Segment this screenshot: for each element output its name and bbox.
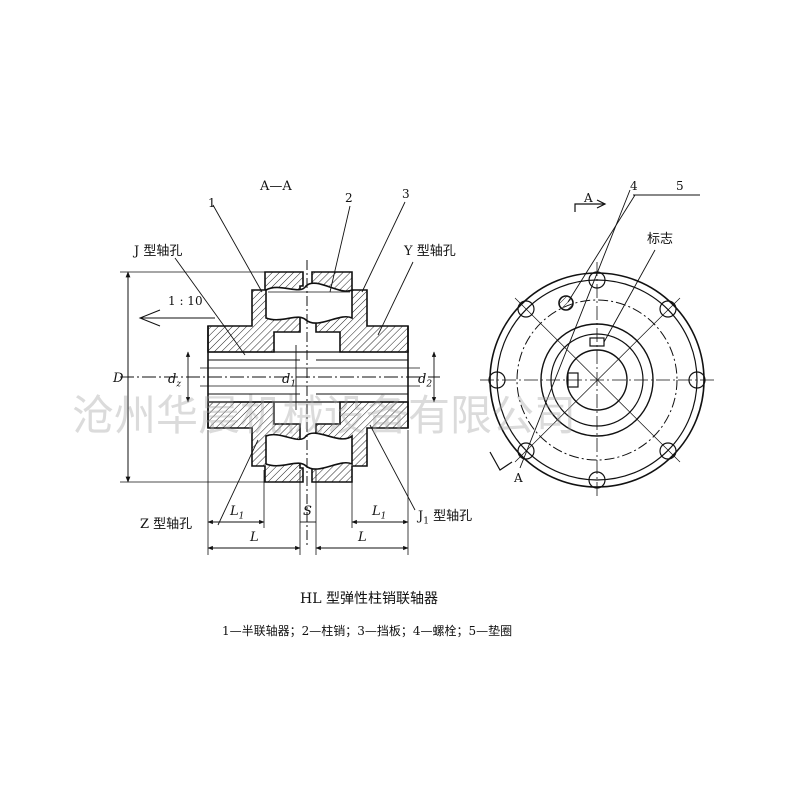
dim-d1: d1 <box>282 372 297 390</box>
y-bore-label: Y 型轴孔 <box>404 244 456 259</box>
dim-L-right: L <box>358 530 367 545</box>
dim-L1-left: L1 <box>230 504 245 522</box>
dim-d2: d2 <box>418 372 433 390</box>
section-arrow-bottom-label: A <box>514 471 523 485</box>
j-bore-label: J 型轴孔 <box>134 244 183 259</box>
part-4-label: 4 <box>630 179 638 193</box>
part-1-label: 1 <box>208 196 216 210</box>
dim-D: D <box>113 371 124 386</box>
dim-dz: dz <box>168 372 182 390</box>
figure-title: HL 型弹性柱销联轴器 <box>300 591 438 607</box>
section-view <box>120 201 440 555</box>
pin-lower <box>265 432 353 470</box>
parts-legend: 1—半联轴器；2—柱销；3—挡板；4—螺栓；5—垫圈 <box>222 624 513 638</box>
section-label: A—A <box>260 179 292 194</box>
pin-upper <box>265 282 353 324</box>
section-arrow-top-label: A <box>584 191 593 205</box>
end-view <box>480 189 715 498</box>
dim-L-left: L <box>250 530 259 545</box>
dim-S: S <box>303 504 312 519</box>
dim-L1-right: L1 <box>372 504 387 522</box>
part-2-label: 2 <box>345 191 353 205</box>
part-3-label: 3 <box>402 187 410 201</box>
part-5-label: 5 <box>676 179 684 193</box>
marker-label: 标志 <box>647 232 674 247</box>
taper-label: 1 : 10 <box>168 294 203 308</box>
j1-bore-label: J1 型轴孔 <box>418 509 473 527</box>
z-bore-label: Z 型轴孔 <box>140 517 193 532</box>
